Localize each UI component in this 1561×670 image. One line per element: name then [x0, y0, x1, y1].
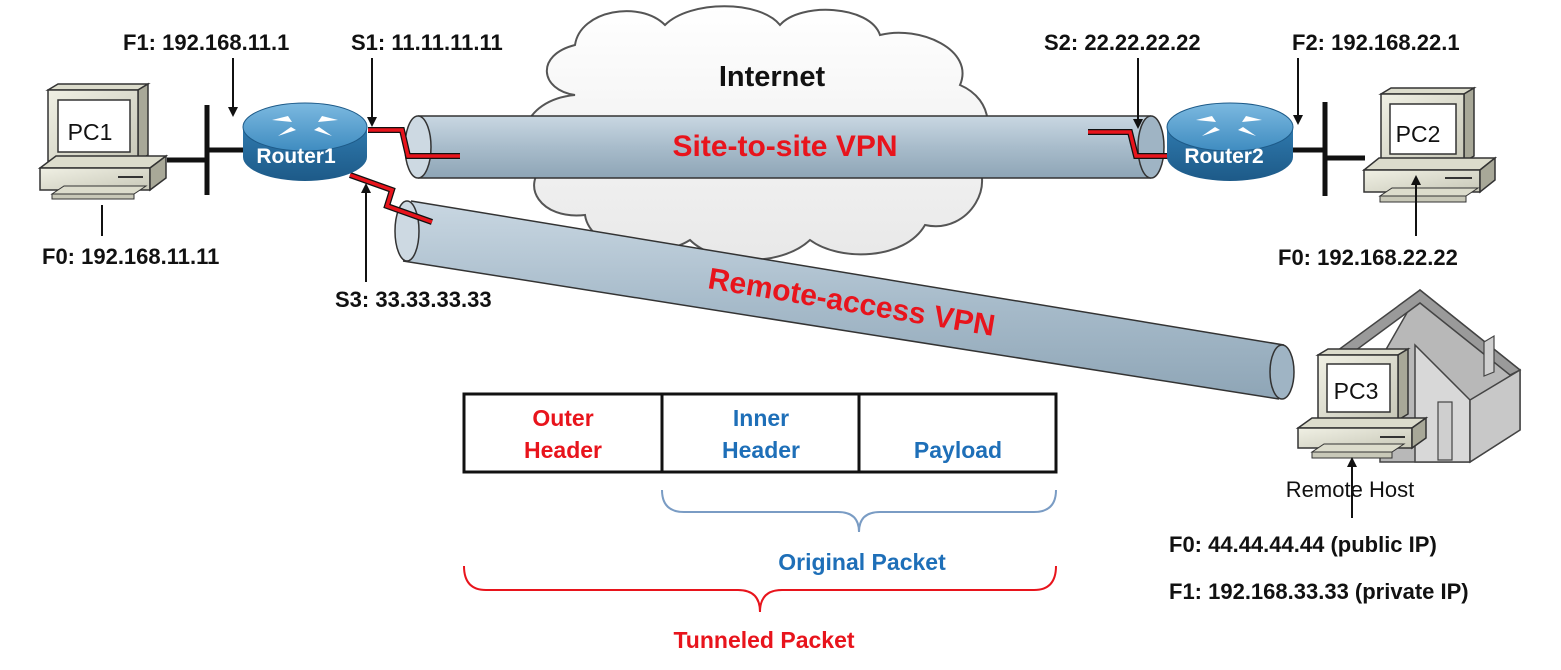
- outer-header-line1: Outer: [532, 405, 593, 431]
- serial-link-s2: [1088, 129, 1168, 159]
- interface-arrows: [101, 58, 1421, 518]
- remote-f1-label: F1: 192.168.33.33 (private IP): [1169, 579, 1469, 604]
- outer-header-line2: Header: [524, 437, 602, 463]
- original-packet-brace: Original Packet: [661, 489, 1057, 575]
- router-arrows-icon: [1196, 116, 1262, 136]
- remote-f0-label: F0: 44.44.44.44 (public IP): [1169, 532, 1437, 557]
- router1-label: Router1: [256, 145, 336, 168]
- serial-link-s1: [368, 127, 460, 159]
- router1-s3-label: S3: 33.33.33.33: [335, 287, 492, 312]
- router-arrows-icon: [272, 116, 338, 136]
- lan2-ethernet: [1293, 102, 1365, 196]
- router2-f2-label: F2: 192.168.22.1: [1292, 30, 1460, 55]
- router1-f1-label: F1: 192.168.11.1: [123, 30, 289, 55]
- pc3-label: PC3: [1334, 378, 1379, 404]
- router2[interactable]: Router2: [1166, 102, 1294, 181]
- router2-s2-label: S2: 22.22.22.22: [1044, 30, 1201, 55]
- pc3[interactable]: PC3: [1295, 347, 1429, 459]
- router1-s1-label: S1: 11.11.11.11: [351, 30, 503, 55]
- pc2-label: PC2: [1396, 121, 1441, 147]
- tunneled-packet-brace: Tunneled Packet: [463, 565, 1057, 653]
- tunneled-packet-structure: Outer Header Inner Header Payload: [462, 392, 1058, 474]
- inner-header-line2: Header: [722, 437, 800, 463]
- serial-link-s3: [348, 172, 434, 225]
- remote-host-label: Remote Host: [1286, 477, 1414, 502]
- site-to-site-tunnel: Site-to-site VPN: [404, 115, 1165, 179]
- original-packet-label: Original Packet: [778, 549, 946, 575]
- pc1-label: PC1: [68, 119, 113, 145]
- tunneled-packet-label: Tunneled Packet: [673, 627, 854, 653]
- router2-label: Router2: [1184, 145, 1263, 168]
- internet-label: Internet: [719, 61, 826, 93]
- site-to-site-vpn-label: Site-to-site VPN: [672, 130, 897, 163]
- pc1-f0-label: F0: 192.168.11.11: [42, 244, 219, 269]
- pc2[interactable]: PC2: [1361, 86, 1498, 203]
- router1[interactable]: Router1: [242, 102, 368, 181]
- pc1[interactable]: PC1: [37, 82, 169, 200]
- payload-label: Payload: [914, 437, 1002, 463]
- pc2-f0-label: F0: 192.168.22.22: [1278, 245, 1458, 270]
- lan1-ethernet: [167, 105, 245, 195]
- inner-header-line1: Inner: [733, 405, 789, 431]
